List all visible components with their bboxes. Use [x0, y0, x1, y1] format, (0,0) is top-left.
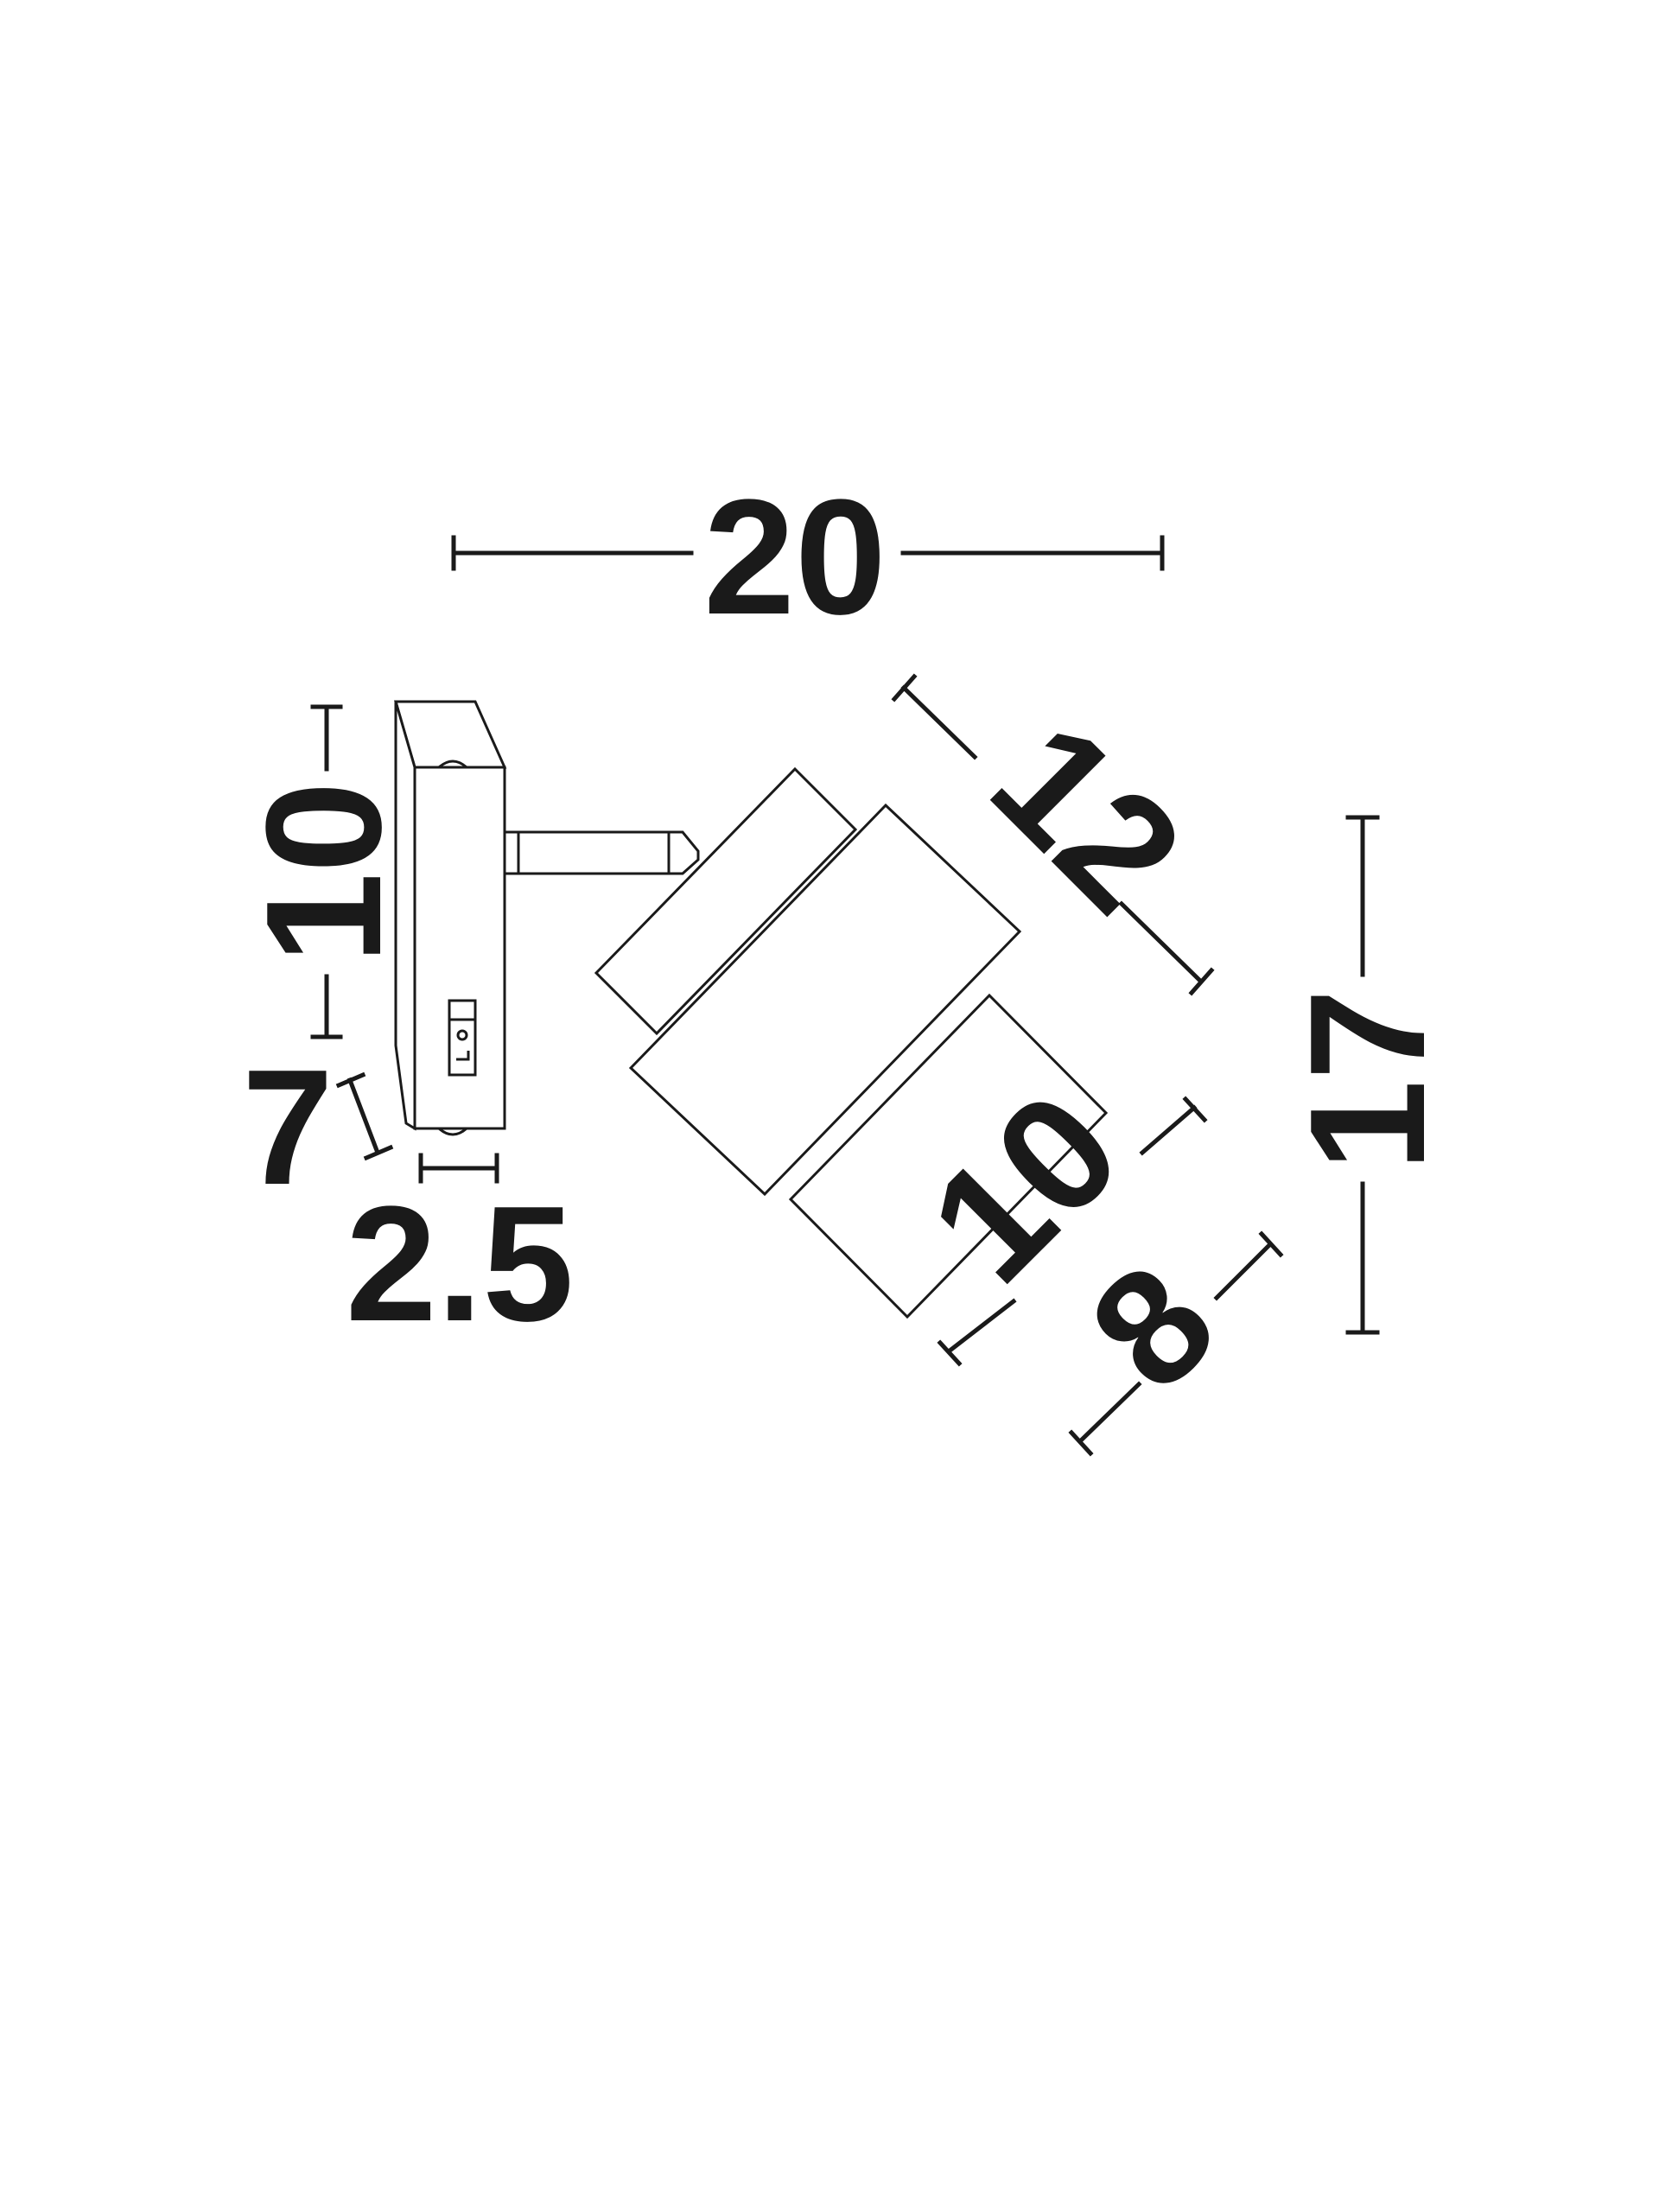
shade-inner-diameter-dimension: 8: [1056, 1230, 1284, 1457]
height-dimension: 17: [1276, 815, 1459, 1335]
width-dimension: 20: [451, 466, 1165, 649]
lamp-arm: [503, 830, 700, 875]
shade-inner-diameter-label: 8: [1056, 1230, 1250, 1425]
backplate-height-dimension: 10: [232, 704, 416, 1039]
backplate-bottom-label: 7: [242, 1036, 334, 1219]
switch-icon: [448, 999, 477, 1077]
backplate-depth-label: 2.5: [346, 1173, 574, 1356]
backplate-bottom-dimension: 7: [242, 1036, 394, 1219]
width-label: 20: [703, 466, 886, 649]
lamp-shade: [594, 766, 1109, 1319]
height-label: 17: [1276, 988, 1459, 1171]
backplate-depth-dimension: 2.5: [346, 1153, 574, 1356]
backplate-height-label: 10: [232, 781, 416, 963]
backplate: [394, 700, 507, 1136]
